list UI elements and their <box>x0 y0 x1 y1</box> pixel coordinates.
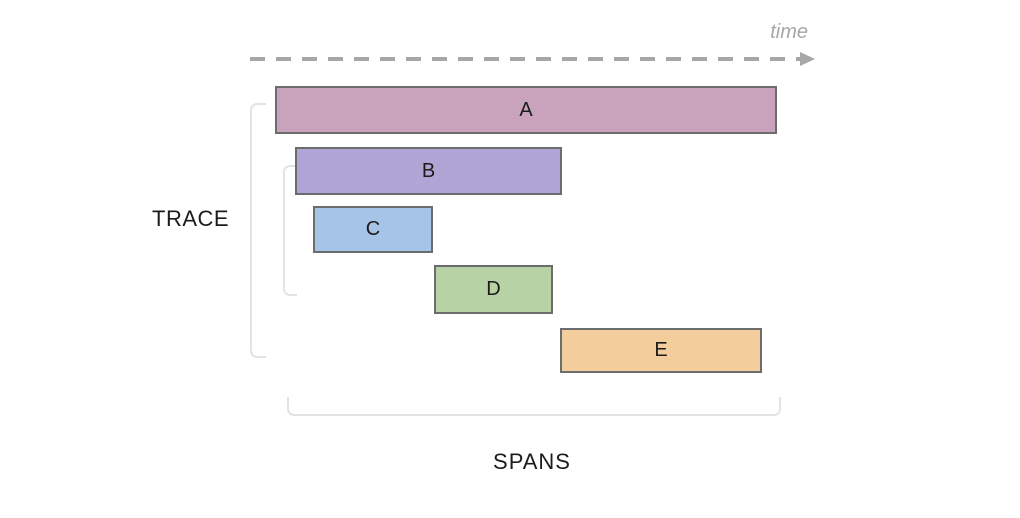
time-axis-dashed-line <box>250 57 802 61</box>
span-bar-a: A <box>275 86 777 134</box>
child-spans-bracket <box>283 165 297 296</box>
time-axis <box>250 52 815 66</box>
span-bar-c: C <box>313 206 433 253</box>
trace-label: TRACE <box>152 206 230 231</box>
time-axis-label: time <box>770 21 808 43</box>
span-label: D <box>486 278 501 300</box>
spans-bracket <box>287 397 781 416</box>
span-bar-b: B <box>295 147 562 195</box>
trace-bracket <box>250 103 266 358</box>
arrow-right-icon <box>800 52 815 66</box>
spans-label: SPANS <box>493 449 571 474</box>
span-label: A <box>519 98 533 121</box>
span-bar-d: D <box>434 265 553 314</box>
span-bar-e: E <box>560 328 762 373</box>
span-label: E <box>654 339 668 361</box>
span-label: C <box>365 218 381 240</box>
span-label: B <box>421 159 436 182</box>
